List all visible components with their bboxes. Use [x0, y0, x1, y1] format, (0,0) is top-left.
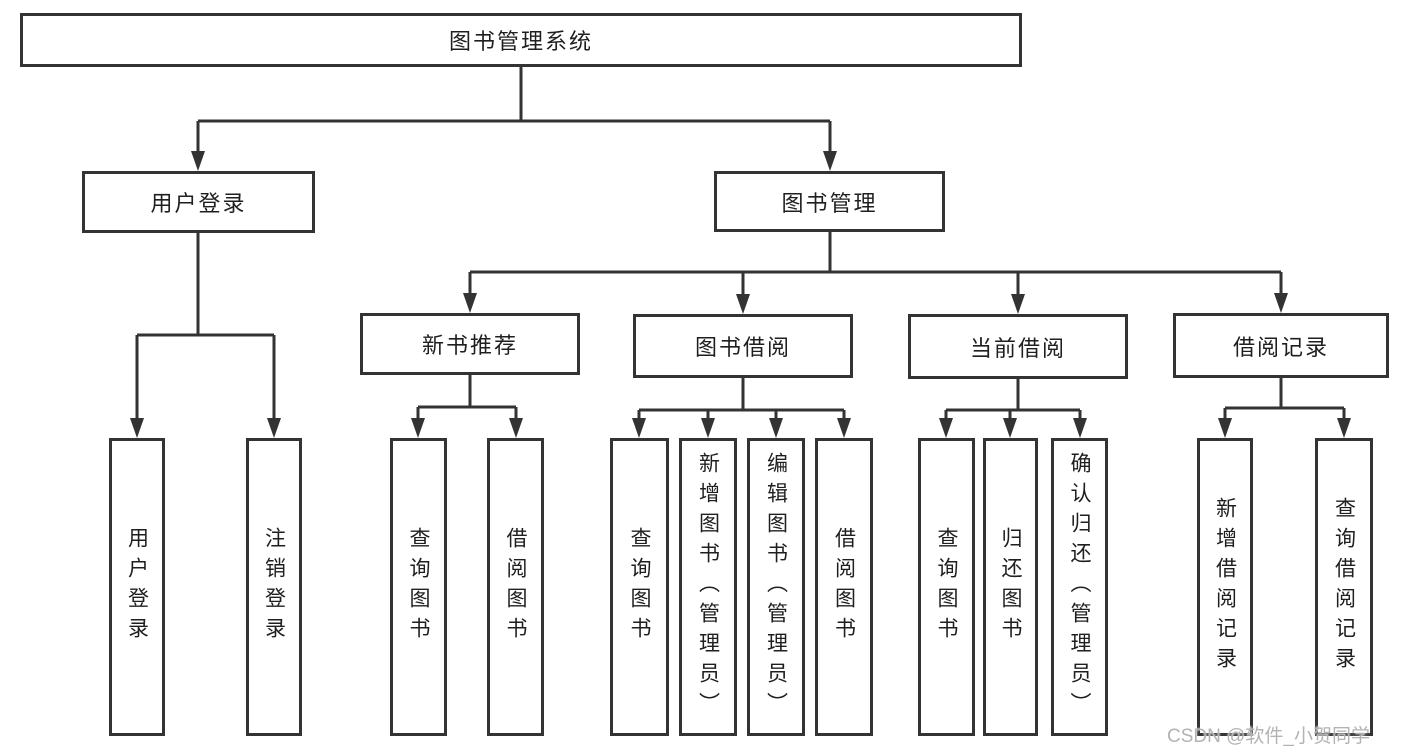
leaf-query-borrow-record: 查询借阅记录: [1315, 438, 1373, 736]
leaf-label: 编辑图书（管理员）: [764, 452, 788, 722]
node-label: 图书借阅: [694, 335, 791, 360]
leaf-label: 查询图书: [628, 527, 651, 647]
leaf-label: 用户登录: [125, 527, 149, 647]
leaf-logout: 注销登录: [246, 438, 302, 736]
leaf-query-books-recommend: 查询图书: [390, 438, 447, 736]
node-book-management-branch: 图书管理: [714, 171, 945, 232]
leaf-label: 借阅图书: [504, 527, 527, 647]
leaf-edit-books-admin: 编辑图书（管理员）: [747, 438, 805, 736]
leaf-label: 查询图书: [935, 527, 958, 647]
leaf-label: 借阅图书: [832, 527, 856, 647]
leaf-label: 新增借阅记录: [1213, 497, 1237, 677]
node-borrowing-records: 借阅记录: [1173, 313, 1389, 378]
node-label: 用户登录: [150, 191, 247, 216]
leaf-user-login: 用户登录: [109, 438, 165, 736]
node-new-book-recommendation: 新书推荐: [360, 313, 580, 375]
leaf-query-books-current: 查询图书: [918, 438, 975, 736]
leaf-label: 归还图书: [999, 527, 1022, 647]
node-label: 图书管理: [781, 190, 878, 216]
leaf-label: 确认归还（管理员）: [1068, 452, 1091, 722]
node-label: 新书推荐: [421, 333, 518, 358]
leaf-query-books-borrowing: 查询图书: [610, 438, 669, 736]
leaf-add-books-admin: 新增图书（管理员）: [679, 438, 737, 736]
node-user-login-branch: 用户登录: [82, 171, 315, 233]
csdn-watermark: CSDN @软件_小贺同学: [1167, 726, 1370, 747]
node-root-label: 图书管理系统: [448, 29, 593, 54]
leaf-add-borrow-record: 新增借阅记录: [1197, 438, 1253, 736]
leaf-borrow-books: 借阅图书: [815, 438, 873, 736]
leaf-label: 注销登录: [262, 527, 286, 647]
node-book-borrowing: 图书借阅: [633, 314, 853, 378]
node-current-borrowing: 当前借阅: [908, 314, 1128, 379]
leaf-label: 查询图书: [407, 527, 430, 647]
leaf-return-books: 归还图书: [983, 438, 1038, 736]
leaf-borrow-books-recommend: 借阅图书: [487, 438, 544, 736]
leaf-confirm-return-admin: 确认归还（管理员）: [1051, 438, 1108, 736]
node-label: 借阅记录: [1232, 334, 1329, 360]
node-label: 当前借阅: [969, 335, 1066, 361]
node-root-system: 图书管理系统: [20, 13, 1022, 67]
leaf-label: 查询借阅记录: [1332, 497, 1356, 677]
leaf-label: 新增图书（管理员）: [696, 452, 720, 722]
